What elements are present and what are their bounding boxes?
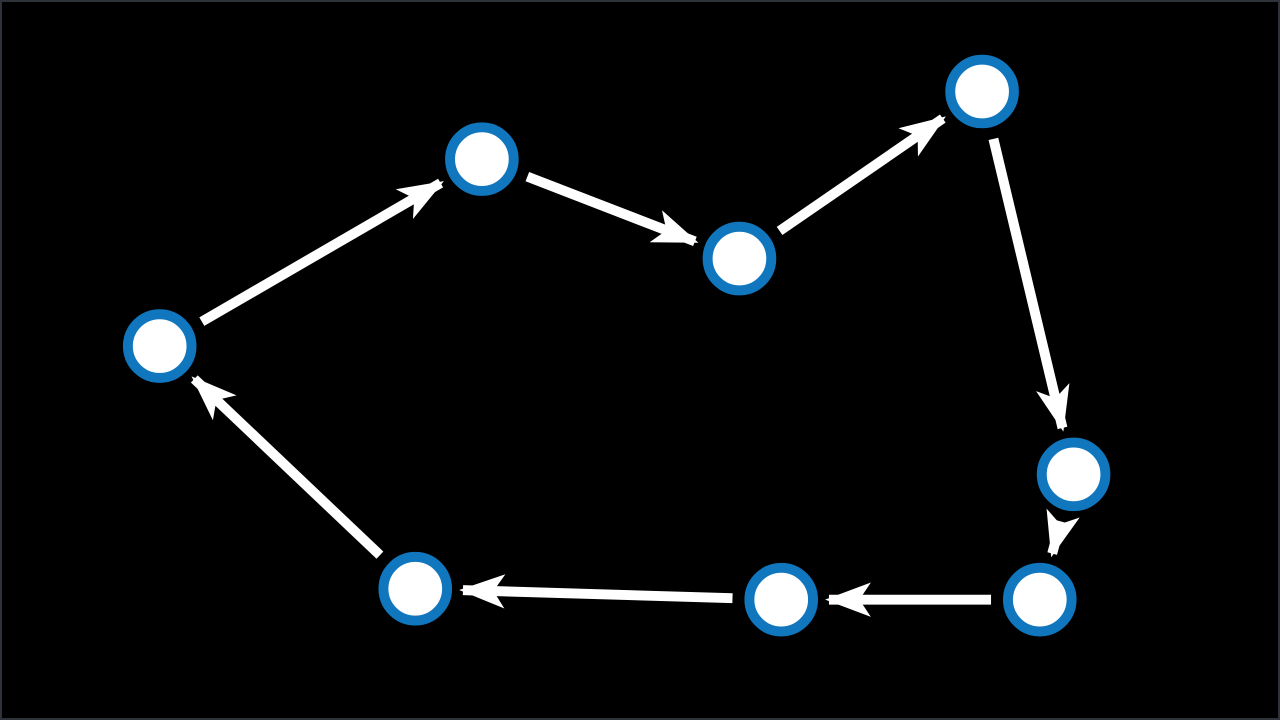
graph-edge-middle-to-top-right xyxy=(776,114,946,236)
graph-node-upper-left[interactable] xyxy=(445,122,519,196)
graph-node-left[interactable] xyxy=(122,309,197,383)
graph-node-right[interactable] xyxy=(1036,437,1111,512)
graph-node-bottom-left[interactable] xyxy=(378,551,453,626)
graph-edge-left-to-upper-left xyxy=(199,178,444,326)
graph-node-middle[interactable] xyxy=(702,221,777,296)
graph-edge-bottom-middle-to-bottom-left xyxy=(459,574,733,609)
graph-node-bottom-right[interactable] xyxy=(1002,562,1077,637)
graph-edge-top-right-to-right xyxy=(988,137,1070,432)
graph-edge-right-to-bottom-right xyxy=(1046,508,1080,558)
graph-node-top-right[interactable] xyxy=(945,54,1019,129)
graph-edge-bottom-left-to-left xyxy=(190,375,384,559)
graph-node-bottom-middle[interactable] xyxy=(744,562,819,637)
graph-edge-upper-left-to-middle xyxy=(525,172,699,247)
